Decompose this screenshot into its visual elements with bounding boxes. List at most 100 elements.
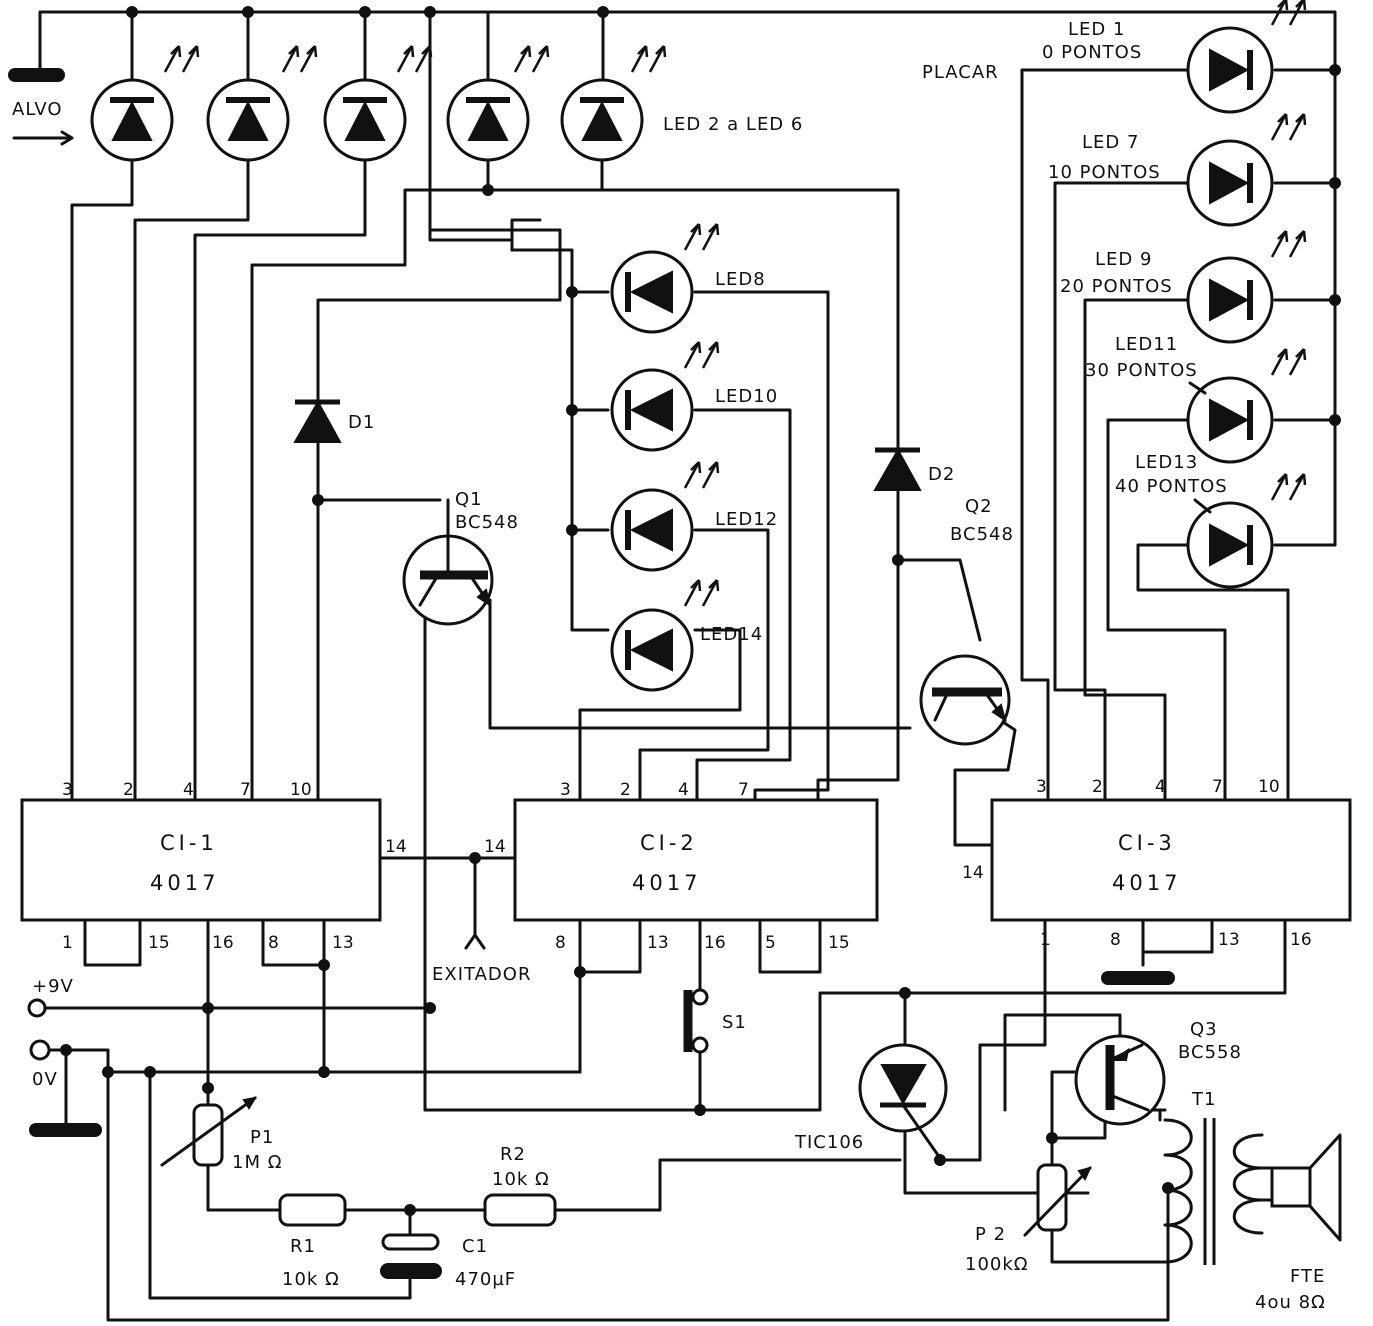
ci2-pin-13: 13 [647, 933, 669, 953]
led14-label: LED14 [700, 624, 763, 645]
chip-ci1 [20, 798, 382, 922]
chip-ci3 [990, 798, 1352, 922]
speaker-label: FTE [1290, 1266, 1325, 1287]
transformer-t1 [1163, 1118, 1264, 1265]
ci1-pin-2: 2 [123, 780, 134, 800]
ci2-pin-7: 7 [738, 780, 749, 800]
s1-label: S1 [722, 1012, 747, 1033]
ci1-pin-3: 3 [62, 780, 73, 800]
p1-value: 1M Ω [232, 1152, 282, 1173]
ci3-pin-8: 8 [1110, 930, 1121, 950]
junction-dots [60, 6, 1341, 1216]
ci1-pin-4: 4 [183, 780, 194, 800]
led1-label: LED 1 [1068, 19, 1125, 40]
ci3-part: 4017 [1112, 871, 1181, 895]
chip-ci2 [513, 798, 879, 922]
p2-label: P 2 [975, 1224, 1006, 1245]
ci3-pin-10: 10 [1258, 777, 1280, 797]
speaker-value: 4ou 8Ω [1255, 1292, 1326, 1313]
q3-label: Q3 [1190, 1019, 1218, 1040]
led13-points: 40 PONTOS [1115, 476, 1228, 497]
r2-label: R2 [500, 1144, 526, 1165]
ci2-pin-15: 15 [828, 933, 850, 953]
ci1-pin-13: 13 [332, 933, 354, 953]
t1-label: T1 [1191, 1089, 1216, 1110]
ci3-pin-1: 1 [1040, 930, 1051, 950]
placar-label: PLACAR [922, 62, 999, 83]
r2-value: 10k Ω [492, 1169, 550, 1190]
diode-d2 [873, 447, 922, 491]
score-led-40 [1186, 472, 1307, 589]
ci1-part: 4017 [150, 871, 219, 895]
diode-d1 [293, 399, 342, 443]
ci3-name: CI-3 [1118, 831, 1176, 855]
ci1-pin-7: 7 [240, 780, 251, 800]
zero-volt-label: 0V [32, 1069, 58, 1090]
led9-label: LED 9 [1095, 249, 1152, 270]
resistor-r2 [483, 1193, 557, 1227]
ci2-name: CI-2 [640, 831, 698, 855]
plus-9v-terminal [27, 998, 47, 1018]
exciter-label: EXITADOR [432, 964, 531, 985]
led1-points: 0 PONTOS [1042, 42, 1142, 63]
led12 [610, 460, 720, 572]
target-arrow-icon [12, 130, 74, 146]
ci3-pin-14: 14 [962, 863, 984, 883]
led8 [610, 222, 720, 334]
q1-label: Q1 [455, 489, 483, 510]
ci3-pin-7: 7 [1212, 777, 1223, 797]
speaker-icon [1260, 1133, 1342, 1242]
scr-label: TIC106 [794, 1132, 864, 1153]
transistor-q3 [1074, 1034, 1166, 1126]
top-led-1 [90, 44, 200, 162]
led-group-label: LED 2 a LED 6 [663, 114, 803, 135]
score-label-leaders [1188, 381, 1212, 514]
potentiometer-p1 [160, 1096, 257, 1167]
ci2-pin-5: 5 [765, 933, 776, 953]
ci1-pin-10: 10 [290, 780, 312, 800]
ci1-pin-14: 14 [385, 837, 407, 857]
led8-label: LED8 [715, 269, 766, 290]
ci3-pin-4: 4 [1155, 777, 1166, 797]
top-led-2 [206, 44, 318, 162]
top-led-4 [446, 44, 550, 162]
led11-points: 30 PONTOS [1085, 360, 1198, 381]
alvo-label: ALVO [12, 99, 63, 120]
led11-label: LED11 [1115, 334, 1178, 355]
ci3-pin-3: 3 [1036, 777, 1047, 797]
led9-points: 20 PONTOS [1060, 276, 1173, 297]
c1-value: 470µF [455, 1269, 516, 1290]
transistor-q1 [402, 498, 494, 626]
led10-label: LED10 [715, 386, 778, 407]
ci1-pin-15: 15 [148, 933, 170, 953]
ci2-pin-3: 3 [560, 780, 571, 800]
potentiometer-p2 [1023, 1163, 1092, 1237]
ci3-pin-16: 16 [1290, 930, 1312, 950]
score-led-30 [1186, 347, 1307, 464]
q2-part: BC548 [950, 524, 1014, 545]
ci2-pin-8: 8 [555, 933, 566, 953]
ci3-pin-13: 13 [1218, 930, 1240, 950]
c1-label: C1 [462, 1236, 488, 1257]
top-led-5 [560, 44, 667, 162]
p1-label: P1 [250, 1127, 274, 1148]
ci2-pin-4: 4 [678, 780, 689, 800]
zero-volt-terminal [29, 1039, 51, 1061]
scr-tic106 [858, 1043, 948, 1160]
led14 [610, 578, 720, 692]
switch-s1 [683, 988, 709, 1054]
led10 [610, 340, 720, 452]
score-led-0 [1186, 0, 1307, 114]
ci3-pin-2: 2 [1092, 777, 1103, 797]
wiring [38, 10, 1337, 1322]
r1-value: 10k Ω [282, 1269, 340, 1290]
q3-part: BC558 [1178, 1042, 1242, 1063]
capacitor-c1 [380, 1233, 442, 1279]
q1-part: BC548 [455, 512, 519, 533]
ci2-pin-2: 2 [620, 780, 631, 800]
ci2-pin-16: 16 [704, 933, 726, 953]
ci2-part: 4017 [632, 871, 701, 895]
p2-value: 100kΩ [965, 1254, 1029, 1275]
led12-label: LED12 [715, 509, 778, 530]
